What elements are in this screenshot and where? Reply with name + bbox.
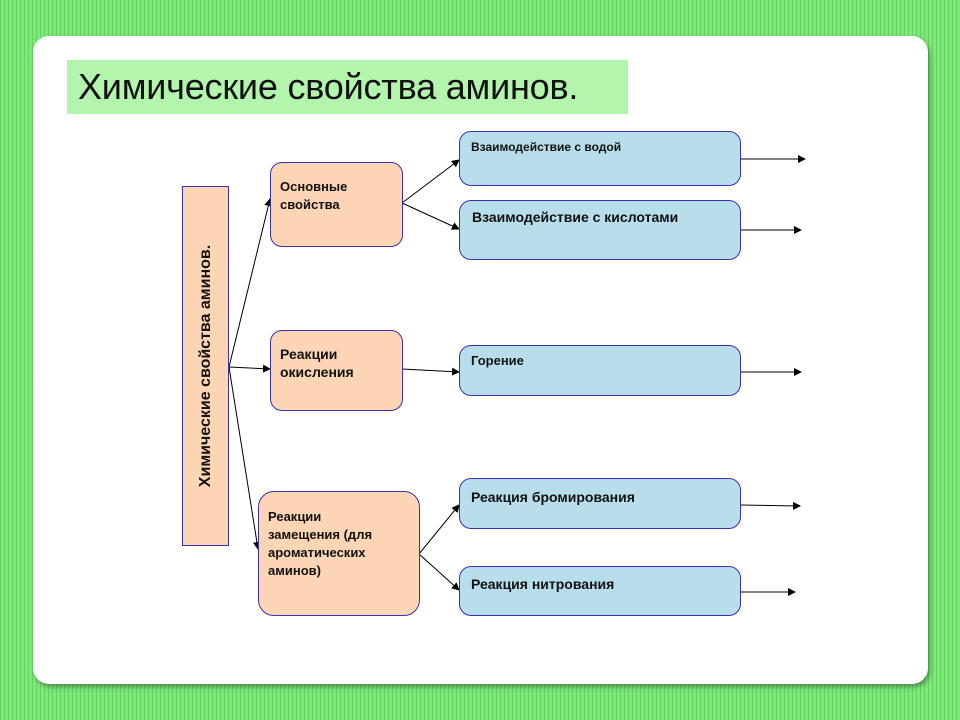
reaction-combustion: Горение	[459, 345, 741, 396]
arrow-basic-to-water	[401, 159, 460, 204]
arrow-root-to-substitution	[228, 366, 261, 550]
arrow-oxidation-to-combustion	[401, 367, 460, 376]
reaction-water: Взаимодействие с водой	[459, 131, 741, 186]
reaction-label: Реакция нитрования	[471, 576, 615, 592]
arrow-substitution-to-nitration	[418, 553, 460, 591]
reaction-label: Реакция бромирования	[471, 489, 635, 505]
category-substitution: Реакции замещения (для ароматических ами…	[258, 491, 420, 616]
reaction-bromination: Реакция бромирования	[459, 478, 741, 529]
root-node: Химические свойства аминов.	[182, 186, 229, 546]
arrow-out-bromination	[740, 501, 801, 510]
reaction-acids: Взаимодействие с кислотами	[459, 200, 741, 260]
arrow-substitution-to-bromination	[418, 504, 460, 555]
slide-title: Химические свойства аминов.	[78, 66, 579, 107]
category-label: Реакции окисления	[280, 346, 354, 380]
reaction-label: Горение	[471, 353, 524, 368]
arrow-root-to-basic	[228, 198, 273, 368]
category-label: Реакции замещения (для ароматических ами…	[268, 509, 373, 578]
reaction-nitration: Реакция нитрования	[459, 566, 741, 616]
category-basic-properties: Основные свойства	[270, 162, 403, 247]
arrow-basic-to-acids	[401, 202, 460, 230]
category-oxidation: Реакции окисления	[270, 330, 403, 411]
arrow-root-to-oxidation	[228, 364, 271, 373]
reaction-label: Взаимодействие с водой	[471, 140, 622, 154]
reaction-label: Взаимодействие с кислотами	[472, 209, 679, 225]
category-label: Основные свойства	[280, 179, 348, 212]
title-band	[67, 60, 628, 114]
root-label: Химические свойства аминов.	[196, 244, 214, 488]
